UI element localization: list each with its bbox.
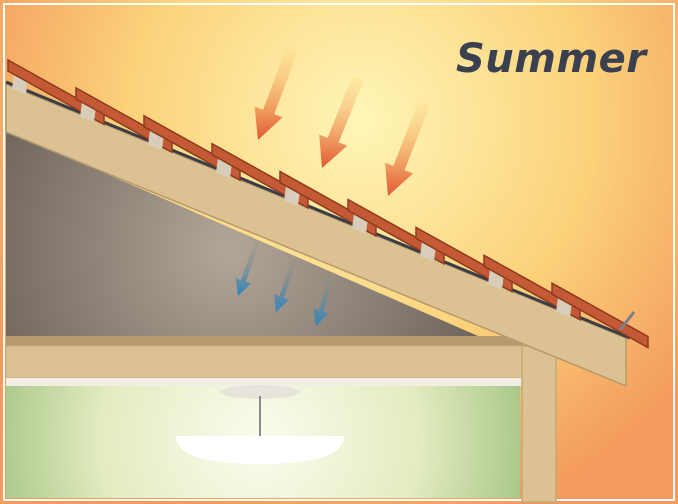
cool-arrows	[235, 239, 337, 326]
heat-arrows	[254, 47, 430, 196]
tile-body	[551, 281, 649, 349]
tile-body	[279, 170, 377, 238]
roof-tiles	[7, 58, 649, 349]
roof-tile	[143, 114, 241, 182]
room-top-trim	[6, 378, 524, 386]
lamp-shade	[176, 436, 344, 464]
ceiling-lamp	[176, 385, 344, 464]
tile-body	[483, 254, 581, 321]
tile-body	[75, 86, 173, 154]
roof-tile	[279, 170, 377, 238]
cool-arrow	[235, 239, 261, 296]
roof-tile	[75, 86, 173, 154]
roof-tile	[7, 58, 105, 126]
roof-edge-cap	[618, 311, 636, 331]
wall-post	[521, 345, 557, 503]
roof-deck	[5, 80, 631, 340]
season-label: Summer	[456, 36, 647, 82]
cool-arrow	[313, 271, 337, 326]
roof-tile	[415, 226, 513, 294]
tile-body	[143, 114, 241, 182]
roof-tile	[211, 142, 309, 210]
heat-arrow	[254, 47, 298, 140]
ceiling-joist	[6, 336, 554, 346]
heat-arrow	[319, 75, 364, 168]
roof-tile	[347, 198, 445, 266]
tile-body	[211, 142, 309, 210]
cool-arrow	[274, 257, 299, 312]
tile-body	[347, 198, 445, 266]
attic-space	[6, 130, 478, 336]
ceiling-board	[5, 345, 555, 379]
tile-body	[7, 58, 105, 126]
tile-body	[415, 226, 513, 294]
roof-tile	[483, 254, 581, 321]
heat-arrow	[385, 101, 430, 196]
roof-tile	[551, 281, 649, 349]
frame-border	[3, 3, 675, 501]
roof-rafter	[5, 82, 627, 388]
lamp-mount	[220, 385, 300, 399]
